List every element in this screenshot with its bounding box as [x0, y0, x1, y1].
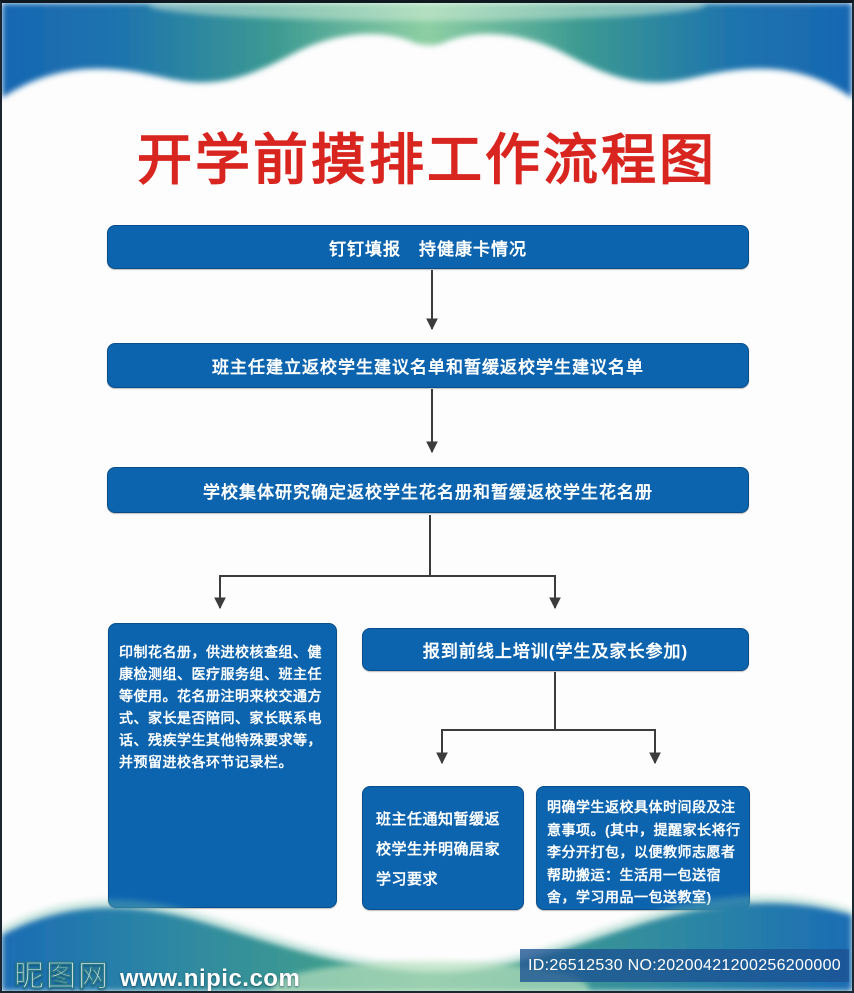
flow-node-school-rosters: 学校集体研究确定返校学生花名册和暂缓返校学生花名册 [107, 467, 749, 513]
flow-node-return-details: 明确学生返校具体时间段及注意事项。(其中，提醒家长将行李分开打包，以便教师志愿者… [536, 786, 750, 910]
site-url-text: www.nipic.com [120, 965, 301, 992]
top-wave-decoration [2, 3, 852, 98]
flow-node-print-roster: 印制花名册，供进校核查组、健康检测组、医疗服务组、班主任等使用。花名册注明来校交… [108, 623, 337, 908]
flow-node-notify-postponed: 班主任通知暂缓返校学生并明确居家学习要求 [362, 786, 524, 910]
flow-node-online-training: 报到前线上培训(学生及家长参加) [362, 628, 749, 671]
flow-node-teacher-lists: 班主任建立返校学生建议名单和暂缓返校学生建议名单 [107, 343, 749, 388]
watermark-site: 昵图网 www.nipic.com [14, 951, 301, 993]
site-logo-text: 昵图网 [14, 960, 110, 993]
page-title: 开学前摸排工作流程图 [136, 129, 717, 191]
flow-node-dingtalk-report: 钉钉填报 持健康卡情况 [107, 225, 749, 269]
image-id-badge: ID:26512530 NO:20200421200256200000 [520, 949, 849, 982]
